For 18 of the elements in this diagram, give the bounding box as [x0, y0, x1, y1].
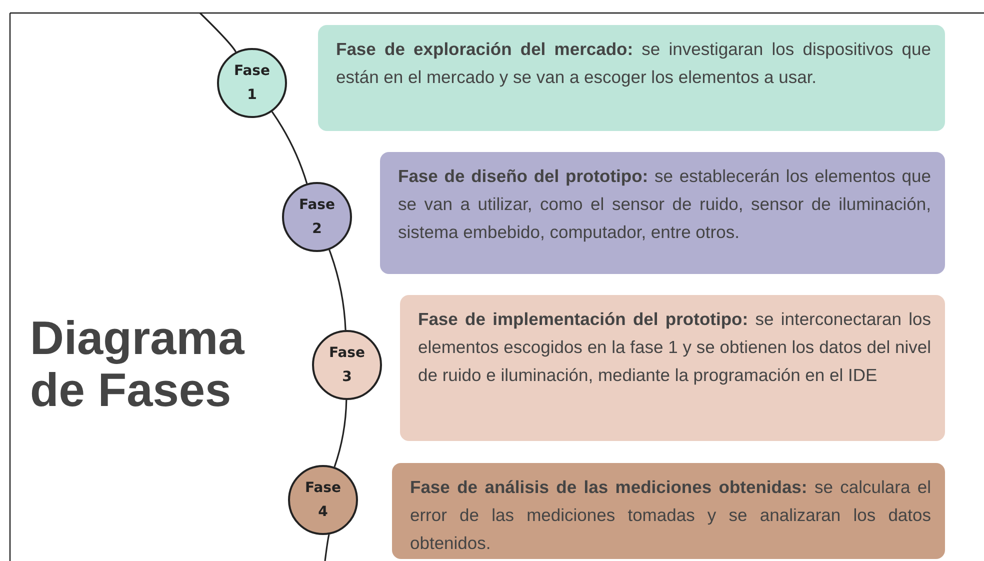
phase-description: Fase de diseño del prototipo: se establecerán los elementos que se van a utilizar, como el sensor de ruido, sensor de iluminación, sistema embebido, computador, entre otros.: [398, 165, 931, 244]
phase-description: Fase de exploración del mercado: se investigaran los dispositivos que están en el mercado y se van a escoger los elementos a usar.: [336, 38, 931, 89]
timeline-line: [334, 400, 348, 468]
diagram-title: Diagrama de Fases: [30, 312, 246, 416]
timeline-line: [271, 111, 308, 184]
timeline-line: [328, 250, 346, 330]
phase-description-card: [318, 25, 945, 131]
timeline-line: [199, 12, 237, 52]
phase-label: Fase 3: [328, 344, 366, 387]
phase-label: Fase 4: [304, 479, 342, 522]
timeline-line: [324, 534, 330, 561]
phase-description: Fase de implementación del prototipo: se interconectaran los elementos escogidos en la fase 1 y se obtienen los datos del nivel de ruido e iluminación, mediante la programación en el IDE: [418, 308, 931, 387]
phase-description-card: [380, 152, 945, 274]
phase-description-card: [392, 463, 945, 559]
phase-description: Fase de análisis de las mediciones obtenidas: se calculara el error de las mediciones tomadas y se analizaran los datos obtenidos.: [410, 476, 931, 555]
phase-label: Fase 2: [298, 196, 336, 239]
phase-label: Fase 1: [232, 62, 272, 105]
phase-description-card: [400, 295, 945, 441]
